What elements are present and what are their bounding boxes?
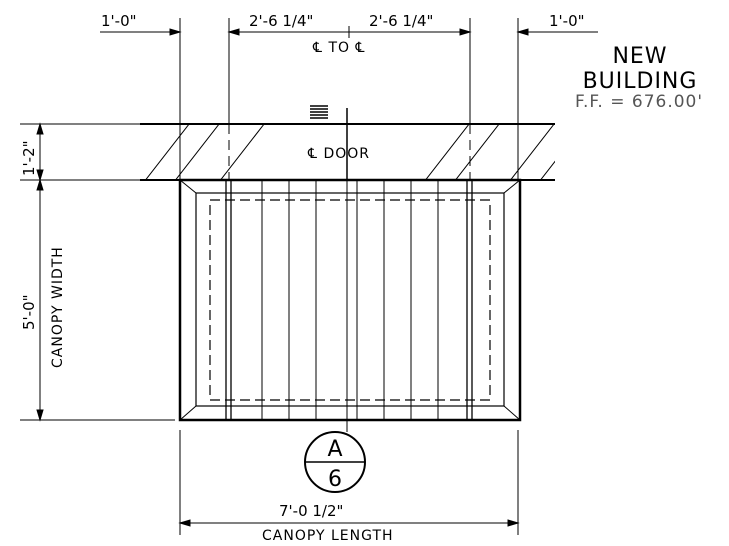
title-line1: NEW xyxy=(612,44,667,69)
door-centerline-label: ℄ DOOR xyxy=(307,146,370,162)
section-marker[interactable]: A 6 xyxy=(304,431,366,493)
section-marker-letter: A xyxy=(327,437,342,462)
left-dimensions xyxy=(36,122,44,422)
canopy-dashed-outline xyxy=(209,199,491,401)
canopy-inner-frame xyxy=(195,192,505,407)
corner-miter-tl xyxy=(179,179,197,194)
dim-wall-thickness: 1'-2" xyxy=(20,140,38,176)
top-dimensions xyxy=(100,26,598,38)
canopy-plan xyxy=(178,178,522,432)
canopy-outer-frame xyxy=(178,178,522,422)
dim-canopy-width-label: CANOPY WIDTH xyxy=(50,246,66,368)
dim-canopy-width: 5'-0" xyxy=(20,294,38,330)
finished-floor-elevation: F.F. = 676.00' xyxy=(575,92,703,112)
dim-left-center: 2'-6 1/4" xyxy=(249,12,313,30)
corner-miter-tr xyxy=(503,179,521,194)
dim-right-offset: 1'-0" xyxy=(549,12,585,30)
door-symbol-icon xyxy=(310,105,328,119)
title-line2: BUILDING xyxy=(583,69,698,94)
dim-left-offset: 1'-0" xyxy=(101,12,137,30)
extension-lines xyxy=(20,18,519,535)
section-marker-sheet: 6 xyxy=(328,467,342,492)
dim-right-center: 2'-6 1/4" xyxy=(369,12,433,30)
dim-cl-to-cl: ℄ TO ℄ xyxy=(312,40,365,56)
corner-miter-bl xyxy=(179,405,197,421)
dim-canopy-length: 7'-0 1/2" xyxy=(279,502,343,520)
support-posts xyxy=(225,180,473,420)
dim-canopy-length-label: CANOPY LENGTH xyxy=(262,528,394,544)
corner-miter-br xyxy=(503,405,521,421)
bottom-dimension xyxy=(178,519,520,527)
building-wall: ℄ DOOR xyxy=(140,105,555,181)
canopy-slats xyxy=(261,180,439,420)
